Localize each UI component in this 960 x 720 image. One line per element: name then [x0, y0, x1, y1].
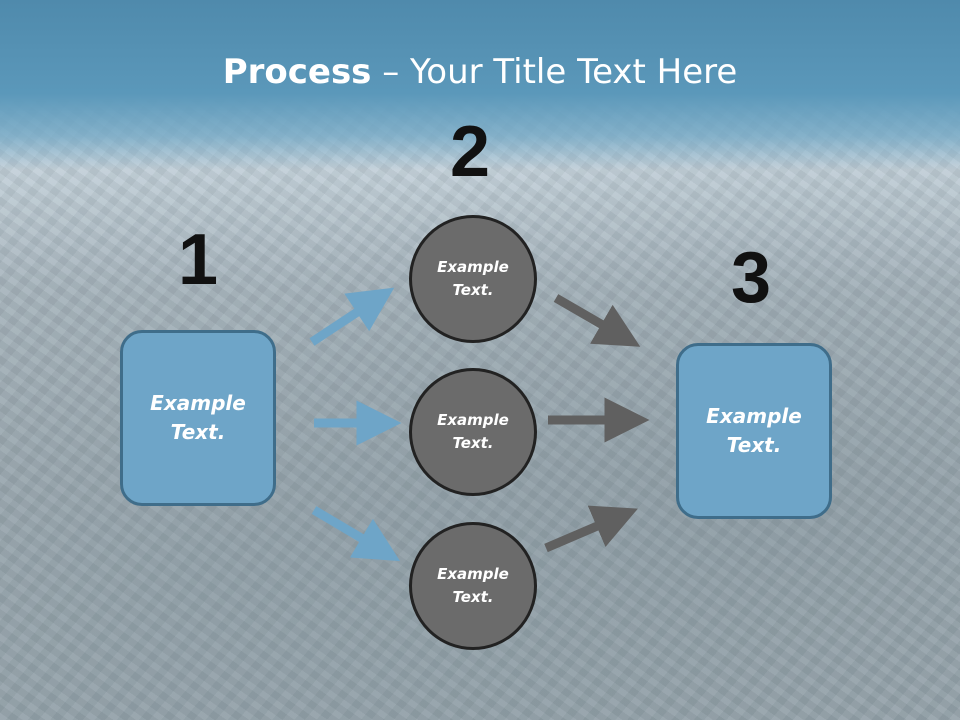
arrow-1-to-top: [309, 287, 395, 346]
step-2-circle-bottom: Example Text.: [409, 522, 537, 650]
title-rest: – Your Title Text Here: [371, 52, 738, 92]
step-number-3: 3: [731, 238, 772, 318]
title-banner: [0, 0, 960, 170]
slide-title: Process – Your Title Text Here: [0, 52, 960, 92]
arrow-1-to-bottom: [311, 506, 401, 562]
step-2-circle-top: Example Text.: [409, 215, 537, 343]
arrow-bottom-to-3: [544, 505, 638, 553]
step-1-box: Example Text.: [120, 330, 276, 506]
circle-bottom-label: Example Text.: [437, 565, 509, 606]
title-bold: Process: [222, 52, 372, 92]
step-number-2: 2: [450, 112, 491, 192]
circle-top-label: Example Text.: [437, 258, 509, 299]
step-number-1: 1: [178, 220, 219, 300]
step-3-label: Example Text.: [706, 404, 802, 457]
arrow-top-to-3: [553, 294, 641, 347]
step-1-label: Example Text.: [150, 391, 246, 444]
step-3-box: Example Text.: [676, 343, 832, 519]
step-2-circle-middle: Example Text.: [409, 368, 537, 496]
circle-middle-label: Example Text.: [437, 411, 509, 452]
